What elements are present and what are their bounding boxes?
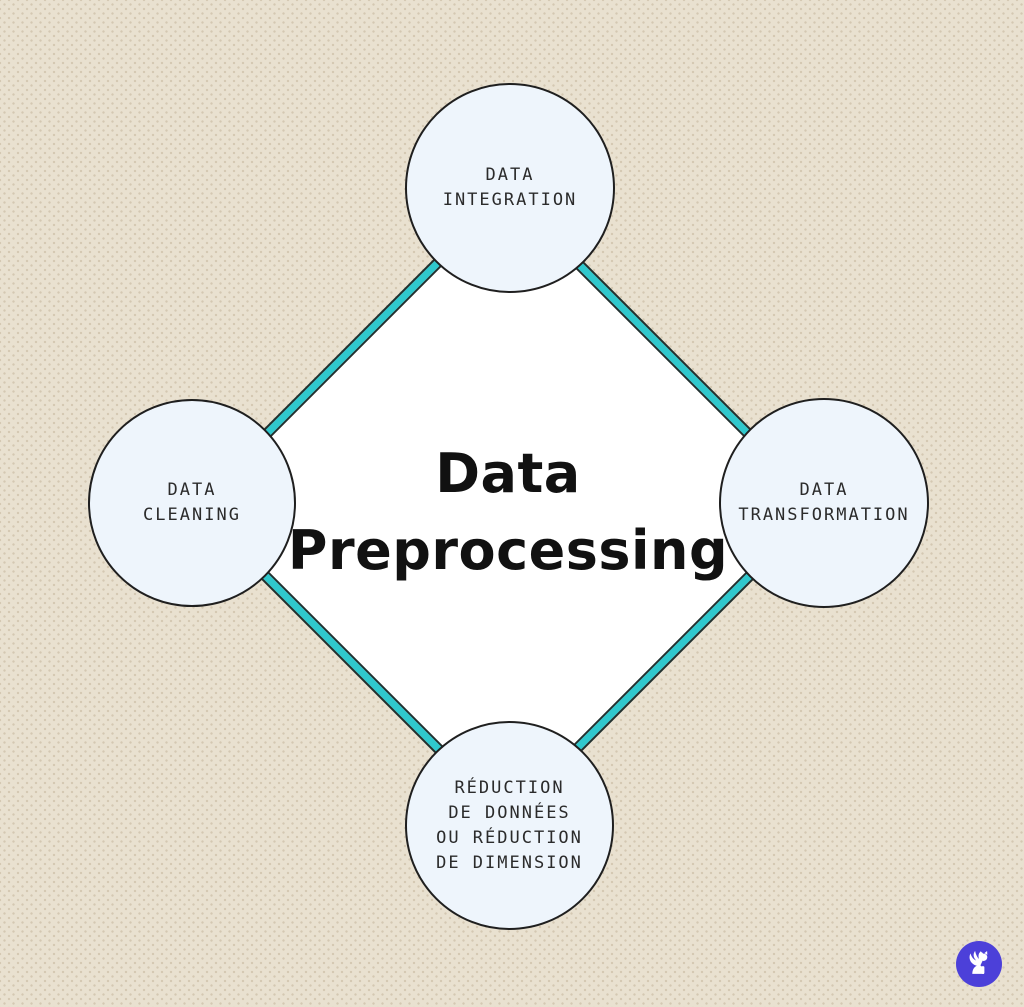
node-label-line: DATA [799,480,849,500]
node-data-reduction: RÉDUCTION DE DONNÉES OU RÉDUCTION DE DIM… [405,721,614,930]
node-data-transformation: DATA TRANSFORMATION [719,398,929,608]
title-line-1: Data [435,441,581,505]
node-label-line: DATA [485,165,535,185]
title-line-2: Preprocessing [287,518,729,582]
node-label-line: DE DIMENSION [436,852,583,873]
page-title: Data Preprocessing [258,281,758,730]
node-label-line: DE DONNÉES [448,802,571,823]
winged-fox-logo-icon [962,947,996,981]
node-label-line: INTEGRATION [442,190,578,210]
node-label-line: TRANSFORMATION [738,505,910,525]
node-label-line: OU RÉDUCTION [436,827,583,848]
node-label-line: DATA [167,480,217,500]
node-data-integration: DATA INTEGRATION [405,83,615,293]
node-label-line: CLEANING [143,505,241,525]
node-label-line: RÉDUCTION [454,777,565,798]
node-data-cleaning: DATA CLEANING [88,399,296,607]
brand-logo-badge [956,941,1002,987]
